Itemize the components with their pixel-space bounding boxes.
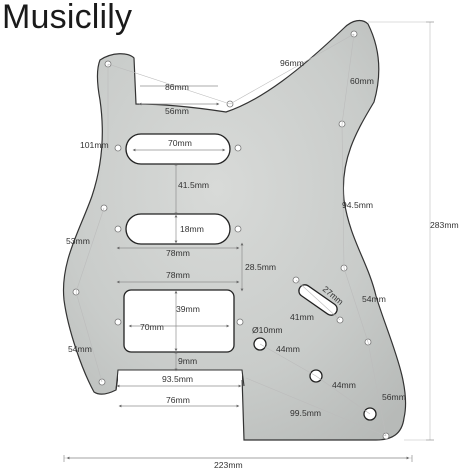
dim-jack-hole: Ø10mm xyxy=(252,325,283,335)
outer-dimension-lines xyxy=(63,21,434,462)
bridge-pickup-slot xyxy=(123,289,235,353)
dim-total-width: 223mm xyxy=(214,460,243,470)
dim-left-edge-span: 53mm xyxy=(66,236,90,246)
interior-dimension-lines xyxy=(116,85,341,408)
dim-neck-pickup-length: 70mm xyxy=(168,138,192,148)
dim-bridge-cavity-height: 39mm xyxy=(176,304,200,314)
dim-total-height: 283mm xyxy=(430,220,459,230)
dim-switch-width: 54mm xyxy=(362,294,386,304)
dim-switch-spacing: 41mm xyxy=(290,312,314,322)
dim-horn-right: 60mm xyxy=(350,76,374,86)
dim-lower-right-span: 56mm xyxy=(382,392,406,402)
dim-mid-to-bridge: 28.5mm xyxy=(245,262,276,272)
dim-tail-diagonal: 99.5mm xyxy=(290,408,321,418)
middle-pickup-slot xyxy=(125,213,231,245)
dim-knob-spacing-2: 44mm xyxy=(332,380,356,390)
dim-knob-spacing-1: 44mm xyxy=(276,344,300,354)
dim-right-edge-span: 94.5mm xyxy=(342,200,373,210)
tail-cutout xyxy=(118,370,242,380)
dim-bridge-pickup-length: 70mm xyxy=(140,322,164,332)
dim-neck-outer: 86mm xyxy=(165,82,189,92)
dim-lower-left-span: 54mm xyxy=(68,344,92,354)
dim-horn-span: 96mm xyxy=(280,58,304,68)
dim-mid-pickup-length: 78mm xyxy=(166,248,190,258)
dim-neck-inner: 56mm xyxy=(165,106,189,116)
brand-logo: Musiclily xyxy=(2,0,133,36)
dim-bridge-gap: 9mm xyxy=(178,356,197,366)
dim-tail-outer: 93.5mm xyxy=(162,374,193,384)
dim-tail-inner: 76mm xyxy=(166,395,190,405)
edge-guide-lines xyxy=(75,33,387,437)
dim-pickup-spacing: 41.5mm xyxy=(178,180,209,190)
dim-bridge-cavity-width: 78mm xyxy=(166,270,190,280)
dim-top-hole-offset: 101mm xyxy=(80,140,109,150)
dim-mid-pickup-height: 18mm xyxy=(180,224,204,234)
